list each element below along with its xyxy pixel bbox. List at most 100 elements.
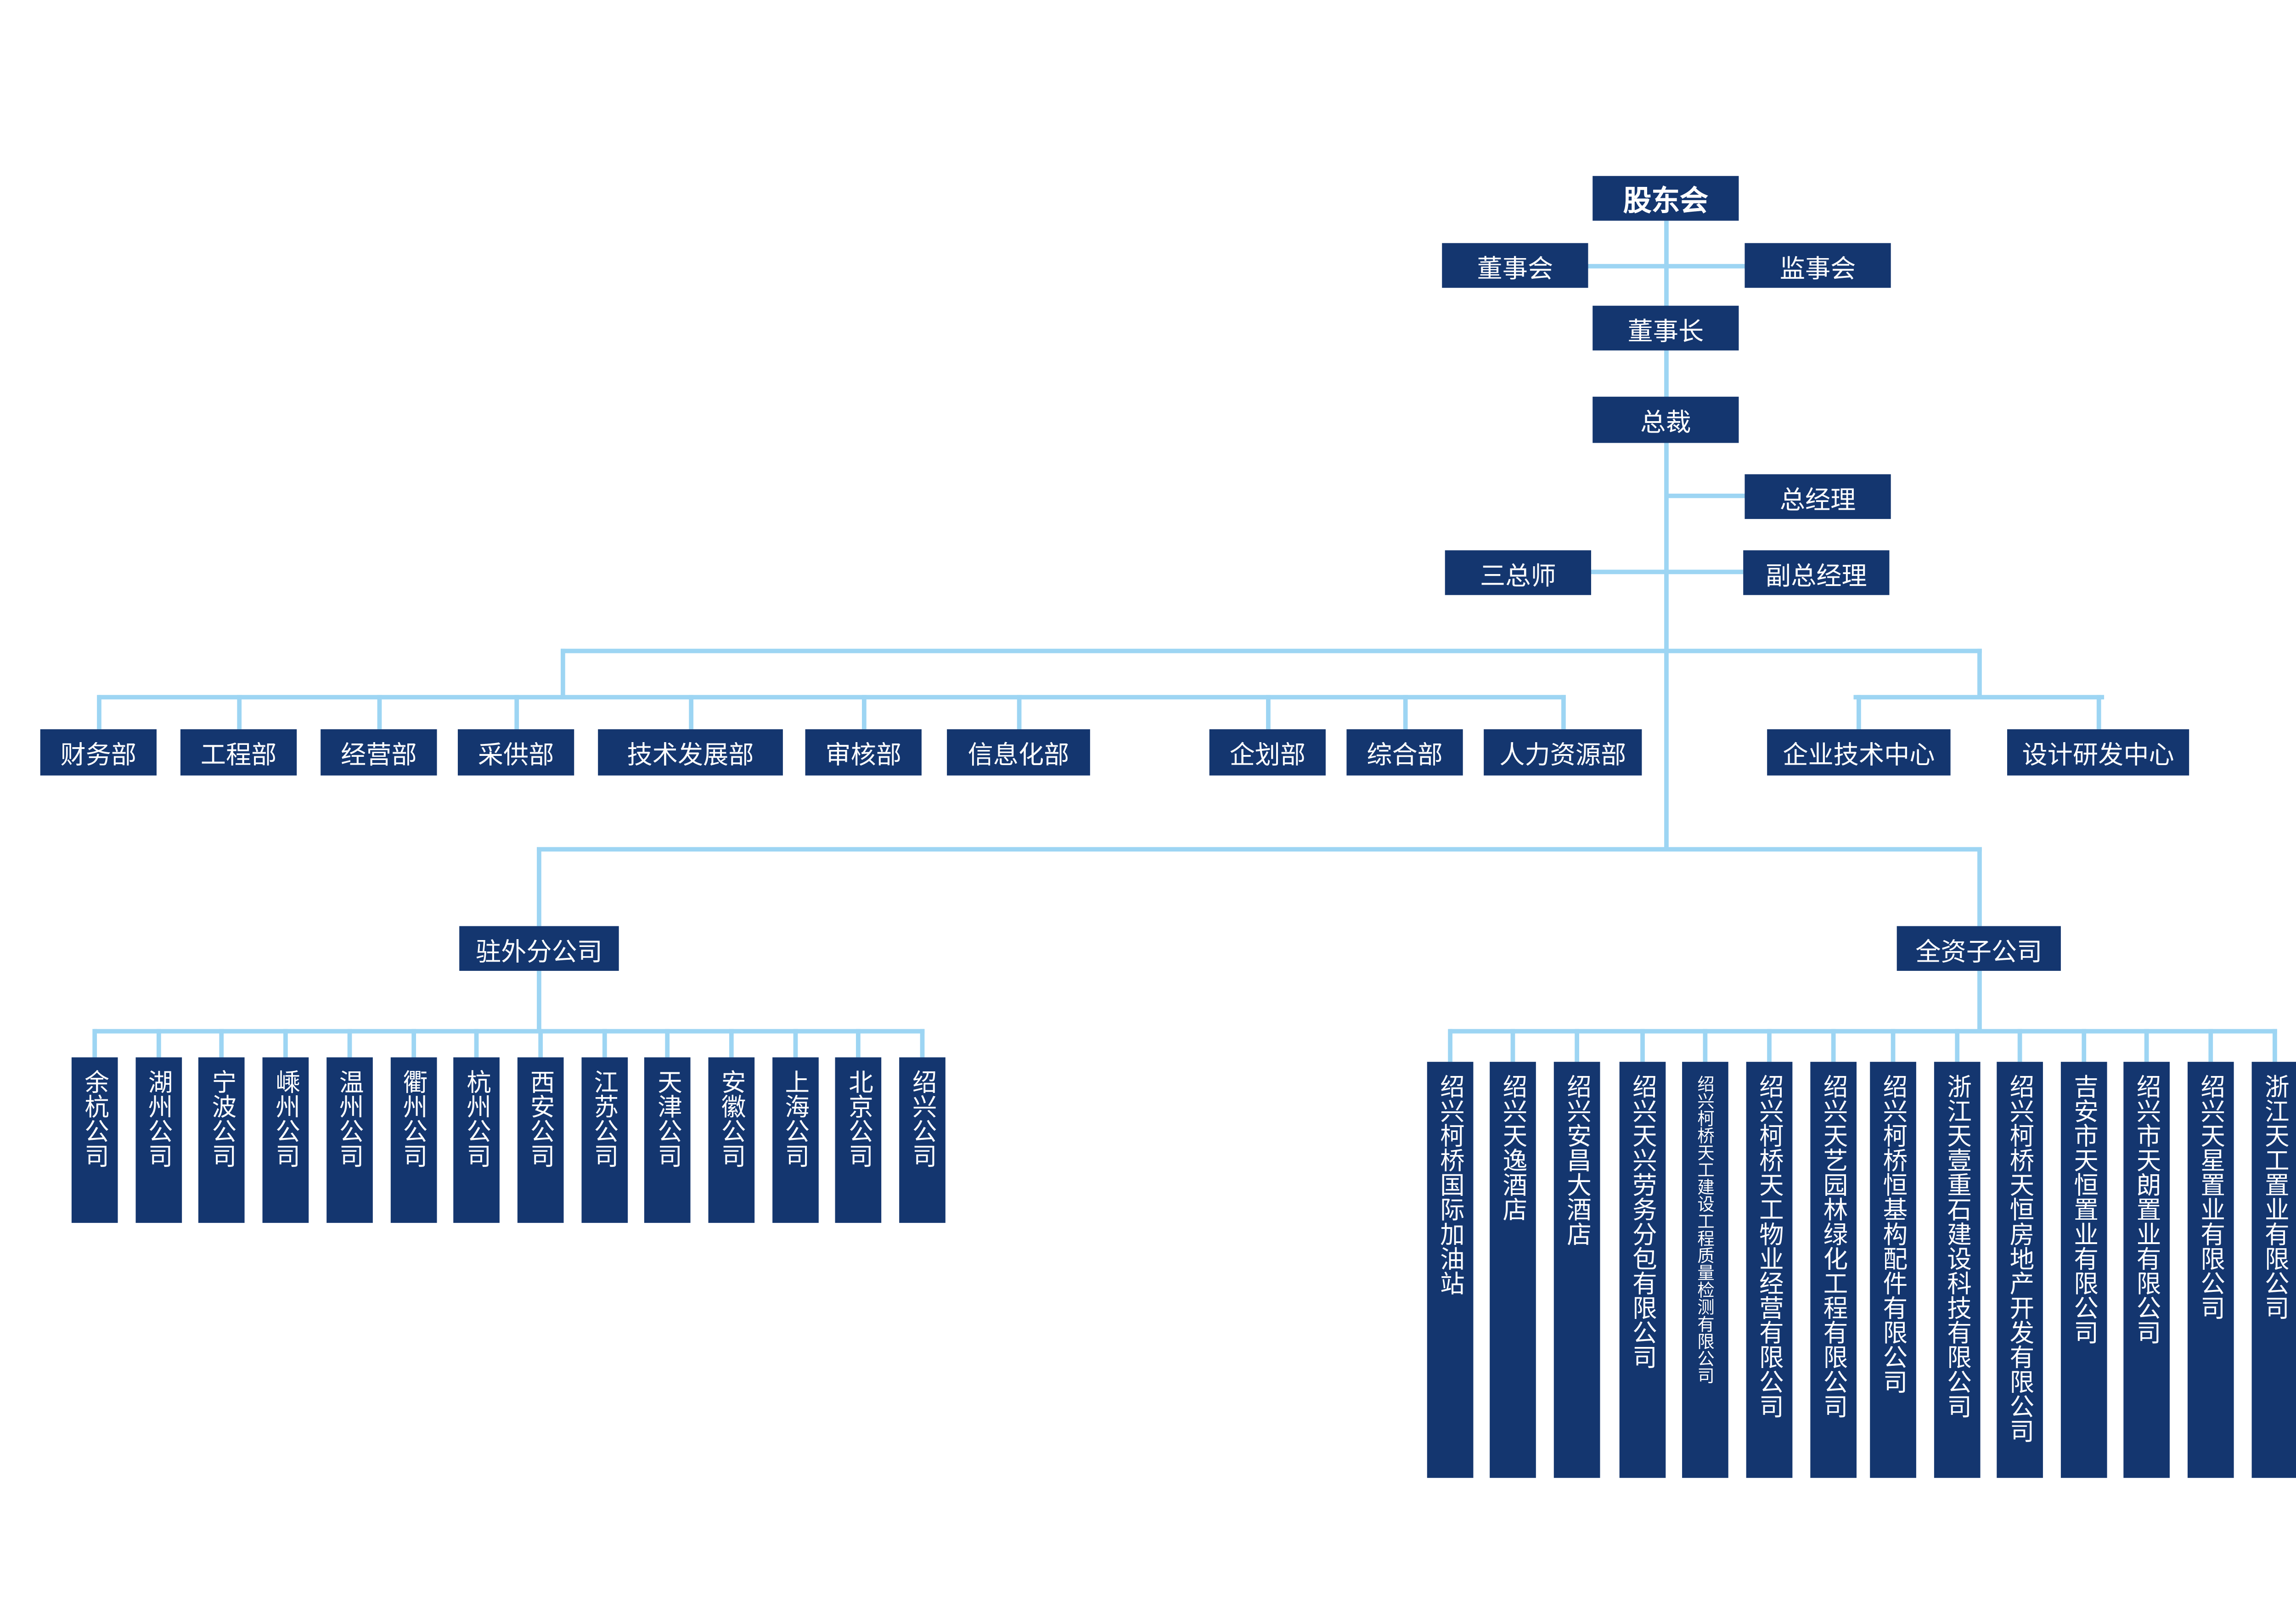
subsidiary-box[interactable]: 绍兴市天朗置业有限公司 — [2123, 1062, 2170, 1478]
subsidiary-box[interactable]: 浙江天工置业有限公司 — [2251, 1062, 2296, 1478]
connector-line — [1402, 695, 1407, 729]
department-box[interactable]: 综合部 — [1346, 729, 1463, 776]
department-box[interactable]: 经营部 — [321, 729, 437, 776]
center-box[interactable]: 设计研发中心 — [2007, 729, 2189, 776]
subsidiary-box[interactable]: 绍兴天星置业有限公司 — [2187, 1062, 2234, 1478]
branch-office-box[interactable]: 天津公司 — [644, 1057, 691, 1223]
subsidiary-box[interactable]: 绍兴柯桥天工物业经营有限公司 — [1746, 1062, 1793, 1478]
connector-line — [347, 1029, 352, 1058]
connector-line — [1703, 1029, 1708, 1062]
connector-line — [561, 648, 565, 698]
branch-office-box[interactable]: 衢州公司 — [390, 1057, 436, 1223]
subsidiary-box[interactable]: 绍兴柯桥天恒房地产开发有限公司 — [1997, 1062, 2043, 1478]
branch-office-box[interactable]: 温州公司 — [326, 1057, 373, 1223]
connector-line — [537, 971, 541, 1031]
connector-line — [793, 1029, 798, 1058]
branch-office-box[interactable]: 上海公司 — [772, 1057, 818, 1223]
connector-line — [1977, 648, 1982, 698]
branch-office-box[interactable]: 西安公司 — [517, 1057, 564, 1223]
department-box[interactable]: 采供部 — [457, 729, 574, 776]
connector-line — [156, 1029, 161, 1058]
department-box[interactable]: 企划部 — [1209, 729, 1326, 776]
connector-line — [1891, 1029, 1896, 1062]
connector-line — [1265, 695, 1270, 729]
connector-line — [602, 1029, 607, 1058]
center-box[interactable]: 企业技术中心 — [1767, 729, 1951, 776]
connector-line — [1955, 1029, 1960, 1062]
connector-line — [94, 1029, 925, 1034]
subsidiary-box[interactable]: 绍兴天艺园林绿化工程有限公司 — [1810, 1062, 1857, 1478]
general-manager-box[interactable]: 总经理 — [1745, 474, 1891, 519]
subsidiary-box[interactable]: 绍兴安昌大酒店 — [1553, 1062, 1600, 1478]
subsidiary-box[interactable]: 绍兴天兴劳务分包有限公司 — [1619, 1062, 1666, 1478]
connector-line — [1853, 695, 2105, 700]
connector-line — [729, 1029, 734, 1058]
subsidiaries-box[interactable]: 全资子公司 — [1896, 926, 2061, 971]
connector-line — [920, 1029, 925, 1058]
connector-line — [98, 695, 1566, 700]
board-box[interactable]: 董事会 — [1442, 243, 1588, 288]
connector-line — [1560, 695, 1565, 729]
branch-office-box[interactable]: 绍兴公司 — [899, 1057, 946, 1223]
connector-line — [537, 847, 1982, 852]
connector-line — [219, 1029, 225, 1058]
branch-office-box[interactable]: 嵊州公司 — [262, 1057, 309, 1223]
connector-line — [2273, 1029, 2277, 1062]
connector-line — [1977, 847, 1982, 926]
shareholders-box[interactable]: 股东会 — [1593, 176, 1739, 221]
subsidiary-box[interactable]: 浙江天壹重石建设科技有限公司 — [1934, 1062, 1981, 1478]
connector-line — [92, 1029, 97, 1058]
connector-line — [856, 1029, 861, 1058]
department-box[interactable]: 技术发展部 — [598, 729, 783, 776]
connector-line — [561, 648, 1982, 653]
branches-box[interactable]: 驻外分公司 — [459, 926, 619, 971]
connector-line — [1016, 695, 1021, 729]
connector-line — [2082, 1029, 2087, 1062]
subsidiary-box[interactable]: 绍兴柯桥国际加油站 — [1427, 1062, 1474, 1478]
branch-office-box[interactable]: 江苏公司 — [581, 1057, 627, 1223]
connector-line — [376, 695, 381, 729]
connector-line — [1640, 1029, 1645, 1062]
connector-line — [513, 695, 518, 729]
branch-office-box[interactable]: 杭州公司 — [453, 1057, 500, 1223]
department-box[interactable]: 审核部 — [805, 729, 922, 776]
deputy-gm-box[interactable]: 副总经理 — [1743, 550, 1890, 595]
connector-line — [236, 695, 241, 729]
chief-engineers-box[interactable]: 三总师 — [1445, 550, 1591, 595]
president-box[interactable]: 总裁 — [1593, 396, 1739, 443]
connector-line — [1575, 1029, 1579, 1062]
branch-office-box[interactable]: 湖州公司 — [135, 1057, 182, 1223]
subsidiary-box[interactable]: 吉安市天恒置业有限公司 — [2060, 1062, 2107, 1478]
branch-office-box[interactable]: 北京公司 — [835, 1057, 882, 1223]
department-box[interactable]: 工程部 — [180, 729, 297, 776]
subsidiary-box[interactable]: 绍兴天逸酒店 — [1490, 1062, 1536, 1478]
department-box[interactable]: 信息化部 — [947, 729, 1090, 776]
connector-line — [665, 1029, 670, 1058]
connector-line — [1449, 1029, 2277, 1034]
connector-line — [1664, 220, 1669, 849]
connector-line — [411, 1029, 416, 1058]
connector-line — [538, 1029, 543, 1058]
connector-line — [2096, 695, 2100, 729]
connector-line — [1857, 695, 1861, 729]
connector-line — [283, 1029, 288, 1058]
subsidiary-box[interactable]: 绍兴柯桥恒基构配件有限公司 — [1870, 1062, 1916, 1478]
department-box[interactable]: 人力资源部 — [1484, 729, 1642, 776]
department-box[interactable]: 财务部 — [40, 729, 157, 776]
connector-line — [537, 847, 541, 926]
chairman-box[interactable]: 董事长 — [1593, 305, 1739, 351]
branch-office-box[interactable]: 宁波公司 — [199, 1057, 245, 1223]
connector-line — [96, 695, 101, 729]
supervisors-box[interactable]: 监事会 — [1745, 243, 1891, 288]
connector-line — [2144, 1029, 2149, 1062]
branch-office-box[interactable]: 余杭公司 — [71, 1057, 118, 1223]
connector-line — [2208, 1029, 2213, 1062]
connector-line — [1977, 971, 1982, 1031]
subsidiary-box[interactable]: 绍兴柯桥天工建设工程质量检测有限公司 — [1682, 1062, 1728, 1478]
connector-line — [1666, 493, 1745, 498]
connector-line — [1510, 1029, 1515, 1062]
branch-office-box[interactable]: 安徽公司 — [708, 1057, 755, 1223]
connector-line — [688, 695, 693, 729]
connector-line — [1591, 569, 1744, 575]
